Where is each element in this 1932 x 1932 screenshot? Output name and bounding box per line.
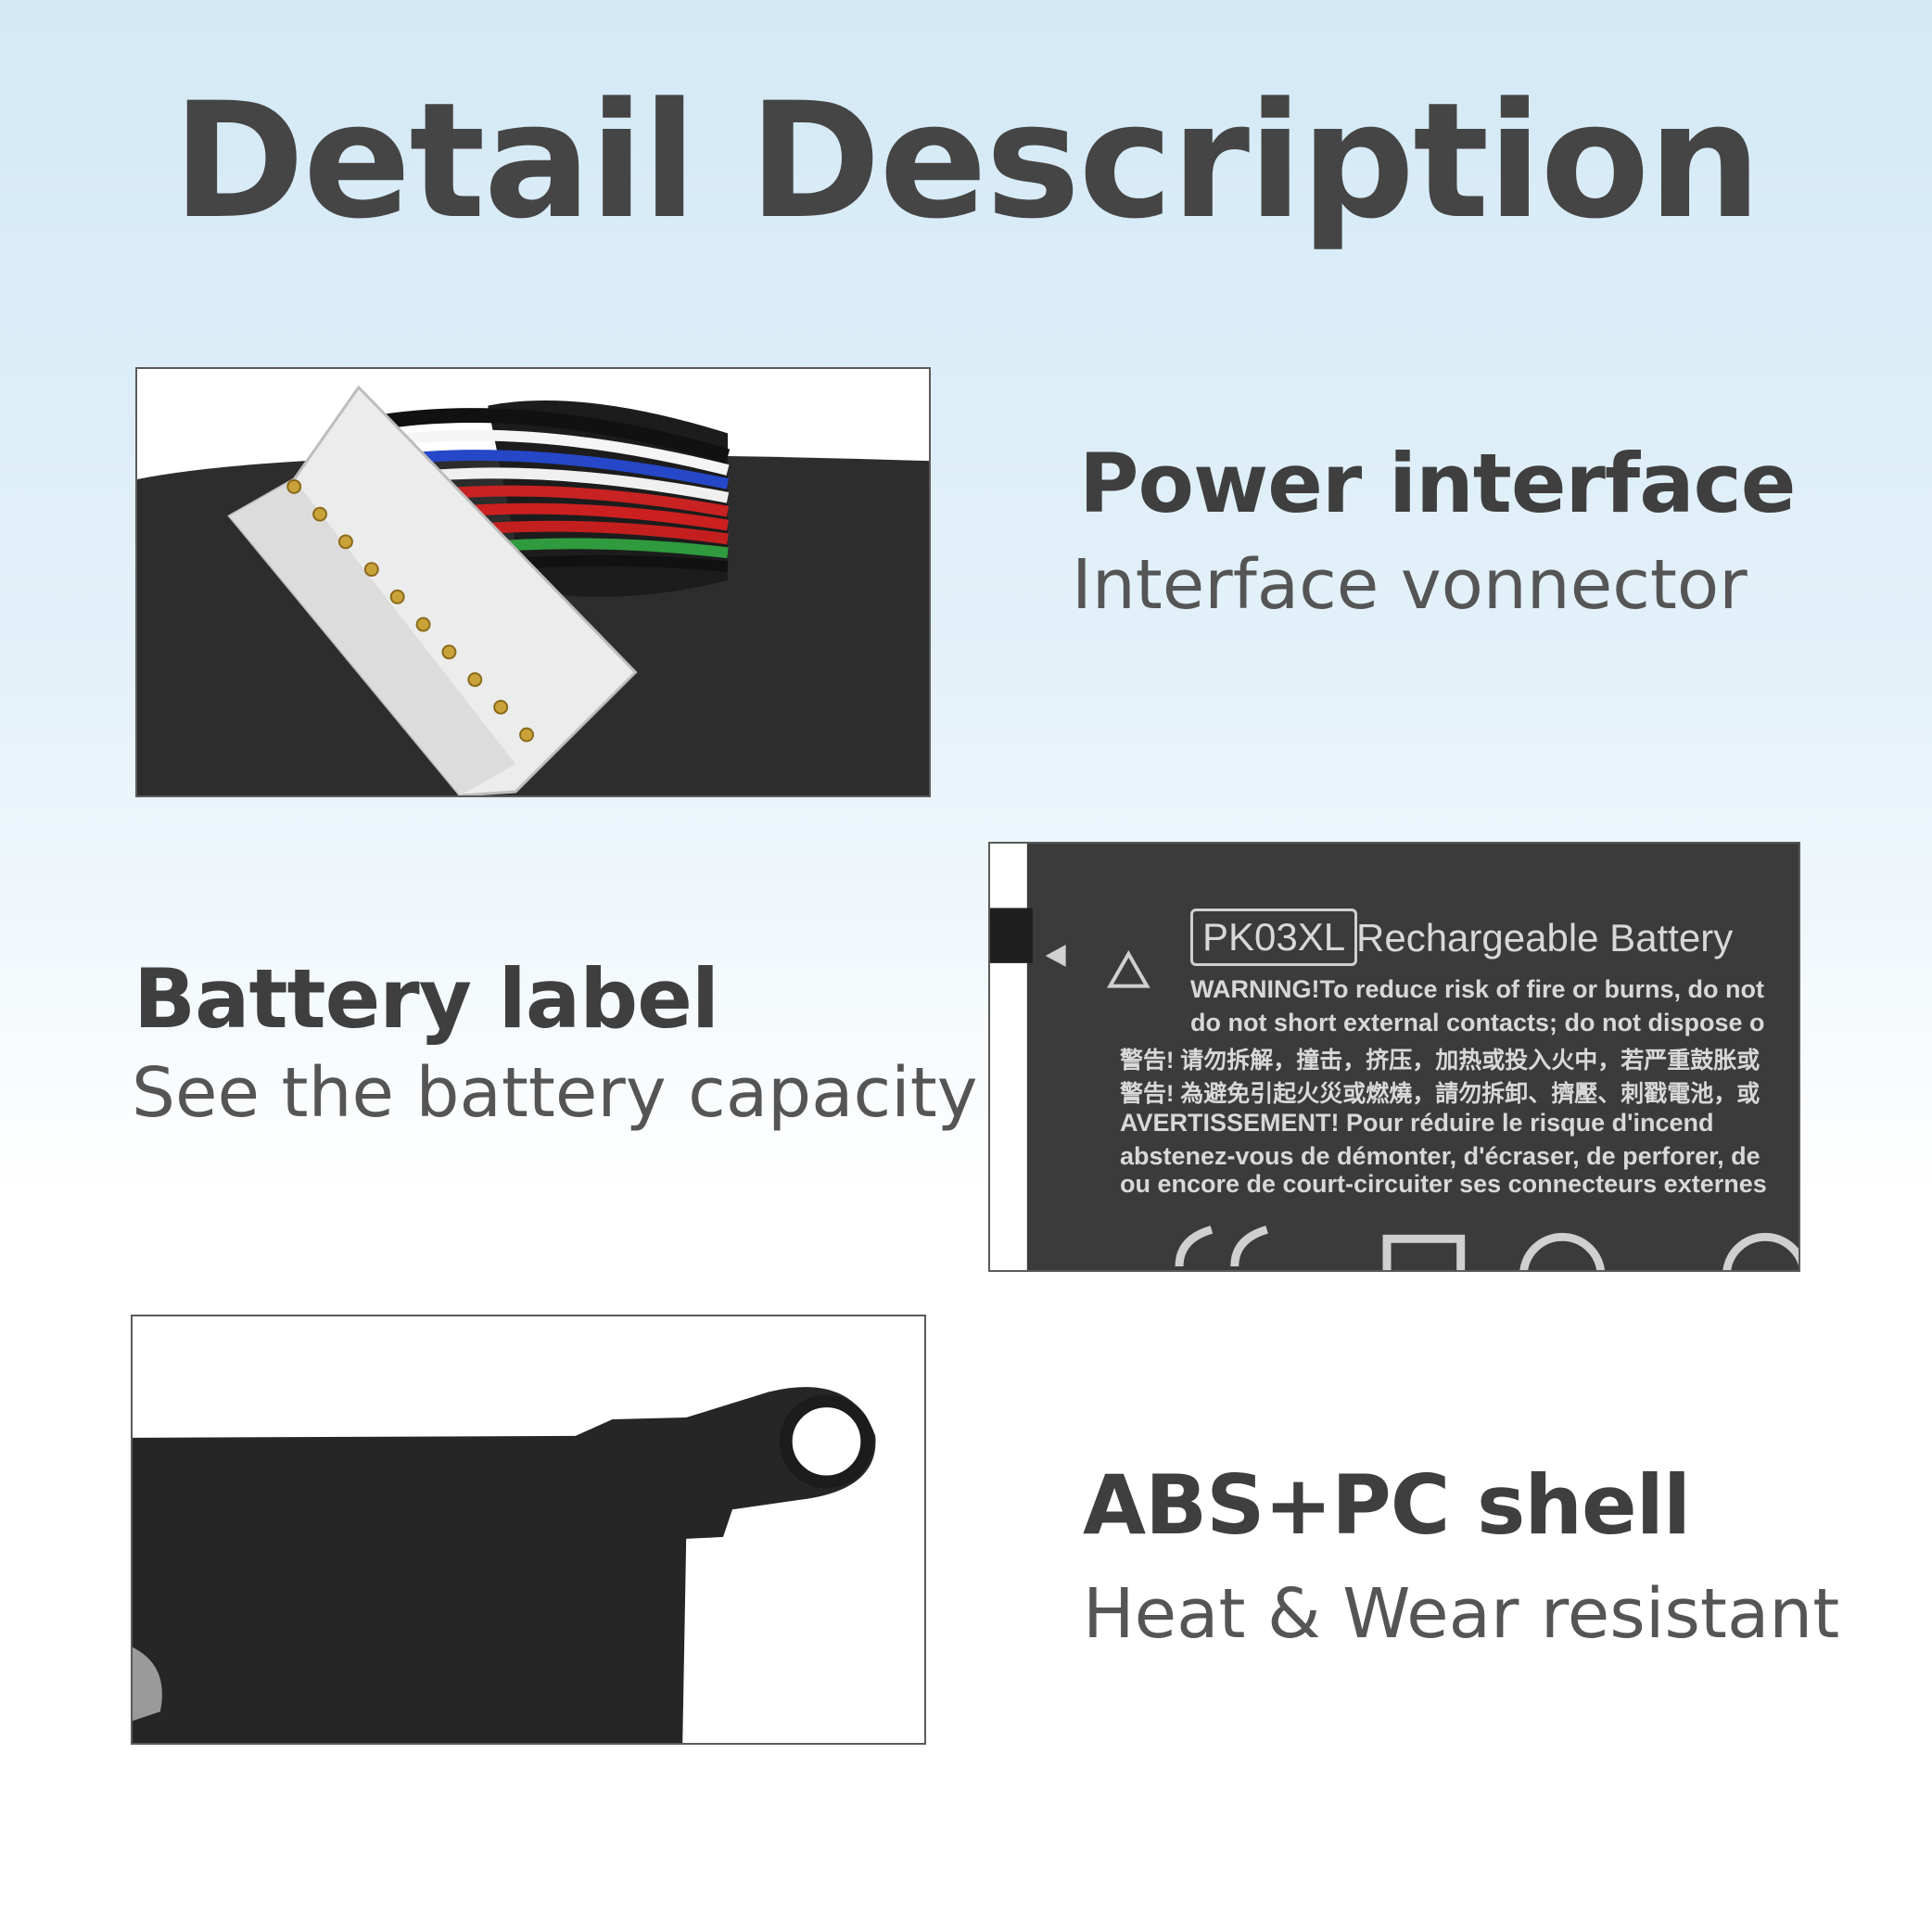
page-title: Detail Description xyxy=(172,68,1761,254)
label-line: do not short external contacts; do not d… xyxy=(1190,1009,1765,1036)
power-interface-title: Power interface xyxy=(1079,436,1796,531)
label-line: WARNING!To reduce risk of fire or burns,… xyxy=(1190,975,1765,1003)
label-line: AVERTISSEMENT! Pour réduire le risque d'… xyxy=(1120,1109,1714,1137)
label-background xyxy=(990,844,1799,1270)
label-line: ou encore de court-circuiter ses connect… xyxy=(1120,1170,1767,1198)
battery-label-heading: Rechargeable Battery xyxy=(1356,916,1734,960)
label-line: abstenez-vous de démonter, d'écraser, de… xyxy=(1120,1142,1760,1170)
shell-illustration xyxy=(133,1316,924,1743)
connector-photo xyxy=(135,367,931,797)
label-line: 警告! 為避免引起火災或燃燒，請勿拆卸、擠壓、刺戳電池，或 xyxy=(1120,1081,1760,1107)
shell-photo xyxy=(131,1315,926,1745)
power-interface-subtitle: Interface vonnector xyxy=(1072,545,1748,625)
shell-subtitle: Heat & Wear resistant xyxy=(1083,1574,1840,1654)
connector-illustration xyxy=(137,369,929,795)
label-line: 警告! 请勿拆解，撞击，挤压，加热或投入火中，若严重鼓胀或 xyxy=(1120,1048,1760,1074)
battery-label-title: Battery label xyxy=(133,951,719,1047)
battery-label-subtitle: See the battery capacity xyxy=(132,1053,978,1133)
shell-title: ABS+PC shell xyxy=(1083,1457,1691,1553)
battery-label-photo: PK03XL Rechargeable Battery WARNING!To r… xyxy=(988,842,1800,1272)
battery-model-badge: PK03XL xyxy=(1190,909,1358,966)
